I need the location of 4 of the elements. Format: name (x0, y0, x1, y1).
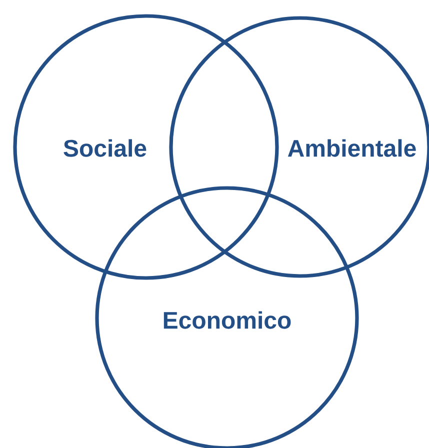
circle-label: Sociale (64, 139, 146, 157)
circle-label: Economico (164, 311, 291, 329)
circle-label: Ambientale (288, 139, 416, 157)
venn-circle (13, 14, 279, 280)
